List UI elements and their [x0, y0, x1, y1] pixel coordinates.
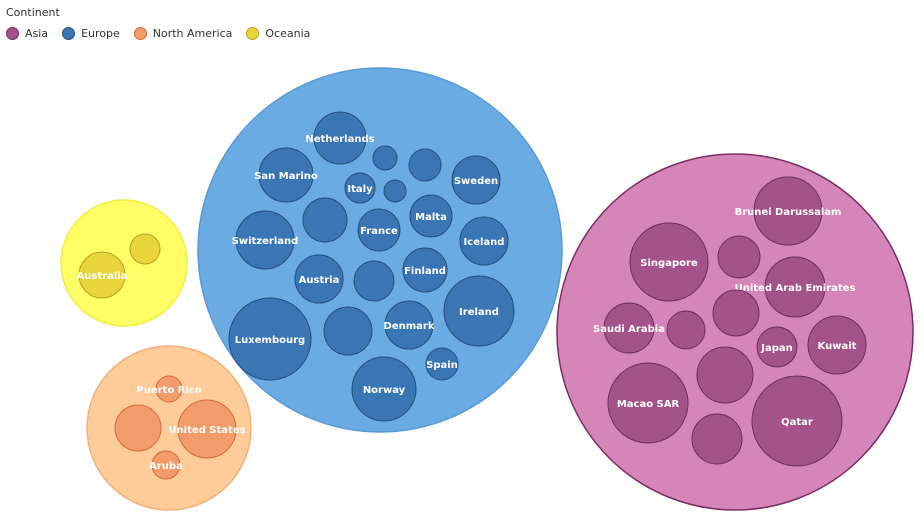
bubble-puerto-rico[interactable] — [155, 375, 183, 403]
bubble-unlabeled[interactable] — [129, 233, 161, 265]
bubble-finland[interactable] — [402, 247, 448, 293]
bubble-japan[interactable] — [756, 326, 798, 368]
group-bubble-north-america[interactable] — [86, 345, 252, 511]
bubble-ireland[interactable] — [443, 275, 515, 347]
bubble-label-netherlands: Netherlands — [305, 134, 374, 145]
bubble-label-switzerland: Switzerland — [232, 236, 299, 247]
bubble-unlabeled[interactable] — [114, 404, 162, 452]
bubble-label-denmark: Denmark — [384, 321, 435, 332]
group-bubble-oceania[interactable] — [60, 199, 188, 327]
bubble-label-luxembourg: Luxembourg — [235, 335, 305, 346]
bubble-label-united-states: United States — [168, 425, 245, 436]
group-oceania: Australia — [60, 199, 188, 327]
bubble-qatar[interactable] — [751, 375, 843, 467]
legend-item-north-america[interactable]: North America — [133, 27, 233, 40]
bubble-luxembourg[interactable] — [228, 297, 312, 381]
bubble-unlabeled[interactable] — [712, 289, 760, 337]
bubble-aruba[interactable] — [151, 450, 181, 480]
bubble-label-aruba: Aruba — [149, 461, 183, 472]
bubble-label-united-arab-emirates: United Arab Emirates — [735, 283, 856, 294]
bubble-spain[interactable] — [425, 347, 459, 381]
legend-label: Asia — [25, 27, 49, 40]
bubble-france[interactable] — [357, 208, 401, 252]
legend-item-oceania[interactable]: Oceania — [246, 27, 310, 40]
bubble-unlabeled[interactable] — [372, 145, 398, 171]
bubble-singapore[interactable] — [629, 222, 709, 302]
bubble-norway[interactable] — [351, 356, 417, 422]
bubble-kuwait[interactable] — [807, 315, 867, 375]
bubble-label-france: France — [360, 226, 398, 237]
bubble-macao-sar[interactable] — [607, 362, 689, 444]
bubble-label-kuwait: Kuwait — [818, 341, 857, 352]
legend-swatch — [6, 27, 19, 40]
bubble-label-malta: Malta — [415, 212, 447, 223]
bubble-label-norway: Norway — [363, 385, 406, 396]
bubble-label-japan: Japan — [760, 343, 793, 354]
bubble-san-marino[interactable] — [258, 147, 314, 203]
bubble-unlabeled[interactable] — [302, 197, 348, 243]
bubble-unlabeled[interactable] — [408, 148, 442, 182]
bubble-unlabeled[interactable] — [353, 260, 395, 302]
legend-swatch — [246, 27, 260, 40]
bubble-unlabeled[interactable] — [717, 235, 761, 279]
legend-title: Continent — [6, 6, 60, 19]
bubble-unlabeled[interactable] — [696, 346, 754, 404]
legend-items: Asia Europe North America Oceania — [6, 27, 310, 40]
bubble-label-singapore: Singapore — [640, 258, 698, 269]
bubble-iceland[interactable] — [459, 216, 509, 266]
bubble-united-states[interactable] — [177, 399, 237, 459]
legend-item-asia[interactable]: Asia — [6, 27, 48, 40]
bubble-label-puerto-rico: Puerto Rico — [136, 385, 201, 396]
bubble-saudi-arabia[interactable] — [603, 302, 655, 354]
bubble-unlabeled[interactable] — [323, 306, 373, 356]
bubble-unlabeled[interactable] — [691, 413, 743, 465]
bubble-label-australia: Australia — [77, 271, 128, 282]
bubble-label-austria: Austria — [299, 275, 340, 286]
bubble-malta[interactable] — [409, 194, 453, 238]
bubble-austria[interactable] — [294, 254, 344, 304]
bubble-label-finland: Finland — [404, 266, 446, 277]
bubble-label-italy: Italy — [347, 184, 373, 195]
bubble-label-san-marino: San Marino — [254, 171, 318, 182]
bubble-sweden[interactable] — [451, 155, 501, 205]
legend-swatch — [133, 27, 147, 40]
bubble-brunei-darussalam[interactable] — [753, 176, 823, 246]
legend-label: North America — [152, 27, 233, 40]
bubble-denmark[interactable] — [384, 300, 434, 350]
bubble-australia[interactable] — [78, 251, 126, 299]
bubble-label-ireland: Ireland — [459, 307, 499, 318]
legend-label: Europe — [81, 27, 120, 40]
bubble-unlabeled[interactable] — [666, 310, 706, 350]
bubble-netherlands[interactable] — [313, 111, 367, 165]
legend-label: Oceania — [265, 27, 311, 40]
bubble-label-macao-sar: Macao SAR — [617, 399, 680, 410]
bubble-label-qatar: Qatar — [781, 417, 813, 428]
bubble-label-sweden: Sweden — [454, 176, 498, 187]
legend-swatch — [62, 27, 76, 40]
bubble-label-brunei-darussalam: Brunei Darussalam — [735, 207, 842, 218]
legend-item-europe[interactable]: Europe — [62, 27, 120, 40]
bubble-switzerland[interactable] — [235, 210, 295, 270]
bubble-unlabeled[interactable] — [383, 179, 407, 203]
bubble-label-saudi-arabia: Saudi Arabia — [593, 324, 665, 335]
bubble-italy[interactable] — [344, 172, 376, 204]
bubble-label-spain: Spain — [426, 360, 458, 371]
legend: Continent Asia Europe North America Oceania — [6, 6, 310, 40]
bubble-label-iceland: Iceland — [464, 237, 505, 248]
bubble-united-arab-emirates[interactable] — [764, 256, 826, 318]
